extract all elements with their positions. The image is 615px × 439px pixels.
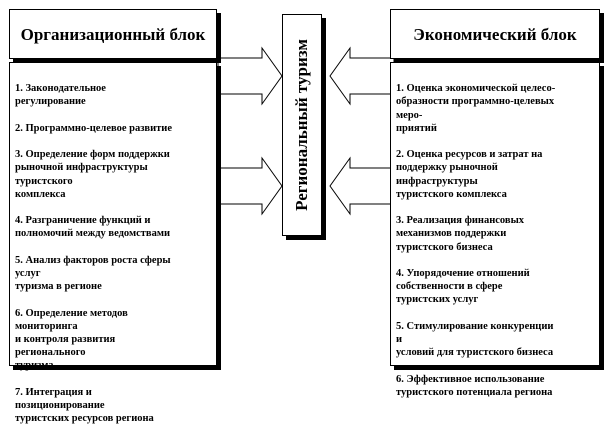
left-item-3: 3. Определение форм поддержки рыночной и… <box>15 149 170 200</box>
left-item-4: 4. Разграничение функций и полномочий ме… <box>15 215 171 240</box>
right-item-1: 1. Оценка экономической целесо- образнос… <box>396 83 556 134</box>
right-item-4: 4. Упорядочение отношений собственности … <box>396 268 530 306</box>
connector-arrows <box>217 46 395 216</box>
right-item-2: 2. Оценка ресурсов и затрат на поддержку… <box>396 149 543 200</box>
left-item-6: 6. Определение методов мониторинга и кон… <box>15 307 128 372</box>
center-title: Региональный туризм <box>292 39 311 211</box>
arrow-left-lower <box>217 156 283 216</box>
left-items: 1. Законодательное регулирование 2. Прог… <box>15 69 215 439</box>
arrow-right-lower <box>329 156 395 216</box>
right-item-6: 6. Эффективное использование туристского… <box>396 373 553 398</box>
left-item-2: 2. Программно-целевое развитие <box>15 122 173 134</box>
left-item-5: 5. Анализ факторов роста сферы услуг тур… <box>15 254 171 293</box>
arrow-left-upper <box>217 46 283 106</box>
left-block-title: Организационный блок <box>9 9 217 59</box>
left-item-7: 7. Интеграция и позиционирование туристс… <box>15 386 154 425</box>
center-block: Региональный туризм <box>282 14 322 236</box>
arrow-right-upper <box>329 46 395 106</box>
left-block-list: 1. Законодательное регулирование 2. Прог… <box>9 62 217 424</box>
right-item-3: 3. Реализация финансовых механизмов подд… <box>396 215 525 253</box>
left-item-1: 1. Законодательное регулирование <box>15 83 106 108</box>
right-items: 1. Оценка экономической целесо- образнос… <box>396 69 598 412</box>
right-block-list: 1. Оценка экономической целесо- образнос… <box>390 62 600 398</box>
right-item-5: 5. Стимулирование конкуренции и условий … <box>396 320 554 359</box>
right-block-title: Экономический блок <box>390 9 600 59</box>
